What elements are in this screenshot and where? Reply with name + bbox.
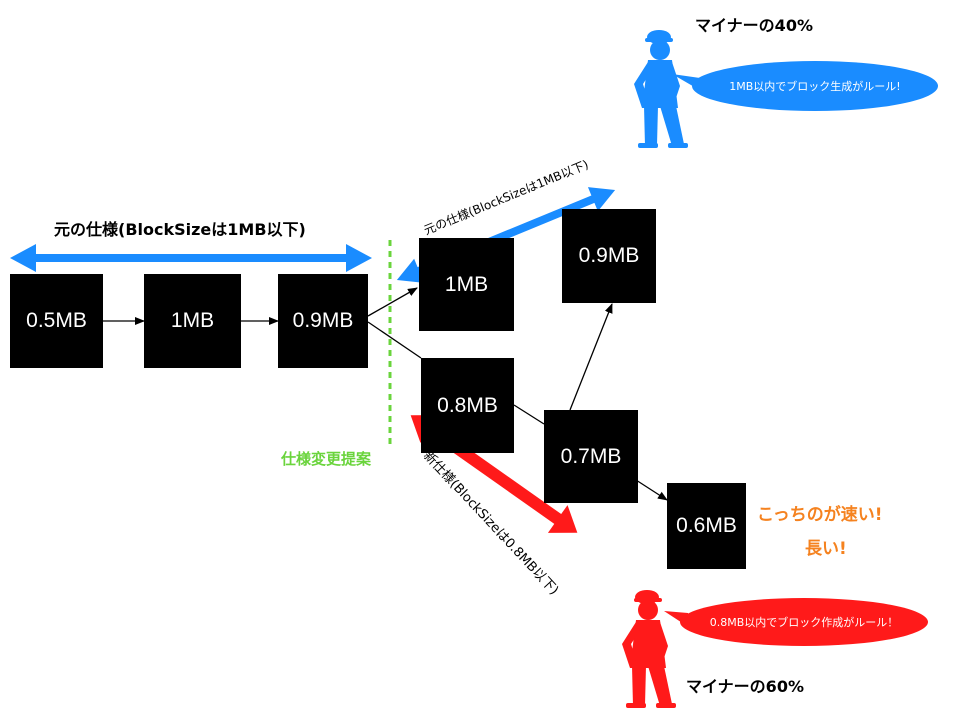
link-09-upper	[367, 287, 418, 317]
miner-top-icon	[634, 30, 688, 148]
spec-change-label: 仕様変更提案	[281, 450, 372, 468]
miner-bottom-label: マイナーの60%	[686, 677, 804, 696]
miner-bottom-bubble-tail	[664, 611, 690, 628]
link-09-lower	[367, 321, 422, 359]
block-lower-0-8mb: 0.8MB	[421, 358, 514, 453]
miner-top-bubble-tail	[672, 74, 703, 92]
miner-bottom-bubble	[680, 598, 928, 646]
old-chain-label: 元の仕様(BlockSizeは1MB以下)	[54, 220, 306, 239]
block-0-9mb: 0.9MB	[278, 274, 368, 368]
miner-top-bubble	[692, 61, 938, 111]
link-08-07	[513, 404, 545, 425]
block-0-5mb: 0.5MB	[10, 274, 103, 368]
block-1mb: 1MB	[144, 274, 241, 368]
block-lower-0-7mb: 0.7MB	[544, 410, 638, 503]
block-upper-0-9mb: 0.9MB	[562, 209, 656, 303]
block-lower-0-6mb: 0.6MB	[667, 483, 746, 569]
miner-bottom-icon	[622, 590, 676, 708]
old-spec-arrow	[10, 244, 372, 272]
comment-faster: こっちのが速い!	[757, 505, 883, 525]
miner-bottom-bubble-text: 0.8MB以内でブロック作成がルール！	[709, 616, 899, 629]
comment-longer: 長い!	[805, 539, 847, 559]
miner-top-bubble-text: 1MB以内でブロック生成がルール!	[729, 80, 901, 93]
miner-top-label: マイナーの40%	[695, 16, 813, 35]
block-upper-1mb: 1MB	[419, 238, 514, 331]
link-07-06	[635, 479, 668, 501]
link-07-09	[569, 303, 613, 411]
